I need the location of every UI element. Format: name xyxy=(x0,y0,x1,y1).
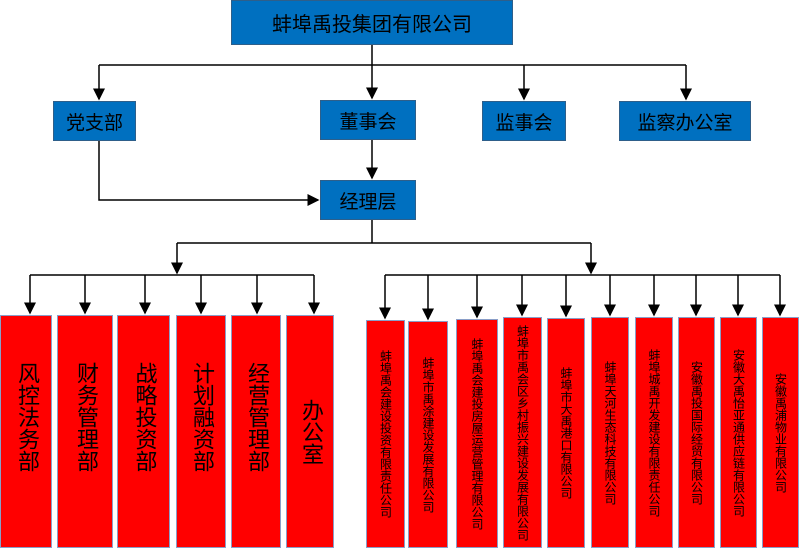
department-box: 办公室 xyxy=(286,315,334,548)
supervision-office-box: 监察办公室 xyxy=(619,101,751,141)
department-label: 财务管理部 xyxy=(73,361,98,472)
department-label: 经营管理部 xyxy=(244,361,269,472)
company-box: 安徽禹浦物业有限公司 xyxy=(762,317,799,548)
department-label: 战略投资部 xyxy=(131,361,157,472)
company-label: 蚌埠禹会建投房屋运营管理有限公司 xyxy=(470,337,484,530)
department-box: 战略投资部 xyxy=(117,315,170,548)
company-box: 蚌埠天河生态科技有限公司 xyxy=(591,317,629,548)
group-company-box: 蚌埠禹投集团有限公司 xyxy=(231,0,513,45)
board-box: 董事会 xyxy=(320,100,416,140)
company-label: 蚌埠禹会建设投资有限责任公司 xyxy=(378,350,393,518)
company-label: 蚌埠市大禹港口有限公司 xyxy=(559,367,573,499)
company-label: 蚌埠市禹涂建设发展有限公司 xyxy=(421,356,435,513)
company-box: 蚌埠市禹涂建设发展有限公司 xyxy=(408,321,448,548)
company-label: 蚌埠城禹开发建设有限责任公司 xyxy=(647,348,661,517)
company-box: 蚌埠市禹会区乡村振兴建设发展有限公司 xyxy=(503,317,542,548)
department-label: 风控法务部 xyxy=(14,361,39,472)
department-label: 办公室 xyxy=(298,398,323,465)
department-label: 计划融资部 xyxy=(189,361,214,472)
department-box: 风控法务部 xyxy=(0,315,52,548)
company-label: 蚌埠天河生态科技有限公司 xyxy=(603,360,617,505)
department-box: 财务管理部 xyxy=(57,315,113,548)
company-box: 安徽禹投国际经贸有限公司 xyxy=(678,317,715,548)
company-label: 安徽禹浦物业有限公司 xyxy=(773,372,788,493)
company-box: 蚌埠禹会建设投资有限责任公司 xyxy=(366,320,405,548)
company-label: 安徽大禹怡亚通供应链有限公司 xyxy=(731,348,746,517)
department-box: 计划融资部 xyxy=(176,315,226,548)
party-branch-box: 党支部 xyxy=(53,101,136,141)
company-box: 蚌埠城禹开发建设有限责任公司 xyxy=(635,317,673,548)
management-box: 经理层 xyxy=(320,180,416,220)
company-box: 蚌埠市大禹港口有限公司 xyxy=(547,318,585,548)
company-box: 蚌埠禹会建投房屋运营管理有限公司 xyxy=(456,319,498,548)
supervisory-board-box: 监事会 xyxy=(482,101,566,141)
company-label: 蚌埠市禹会区乡村振兴建设发展有限公司 xyxy=(515,324,530,541)
company-label: 安徽禹投国际经贸有限公司 xyxy=(689,360,704,505)
company-box: 安徽大禹怡亚通供应链有限公司 xyxy=(720,317,757,548)
department-box: 经营管理部 xyxy=(231,315,281,548)
